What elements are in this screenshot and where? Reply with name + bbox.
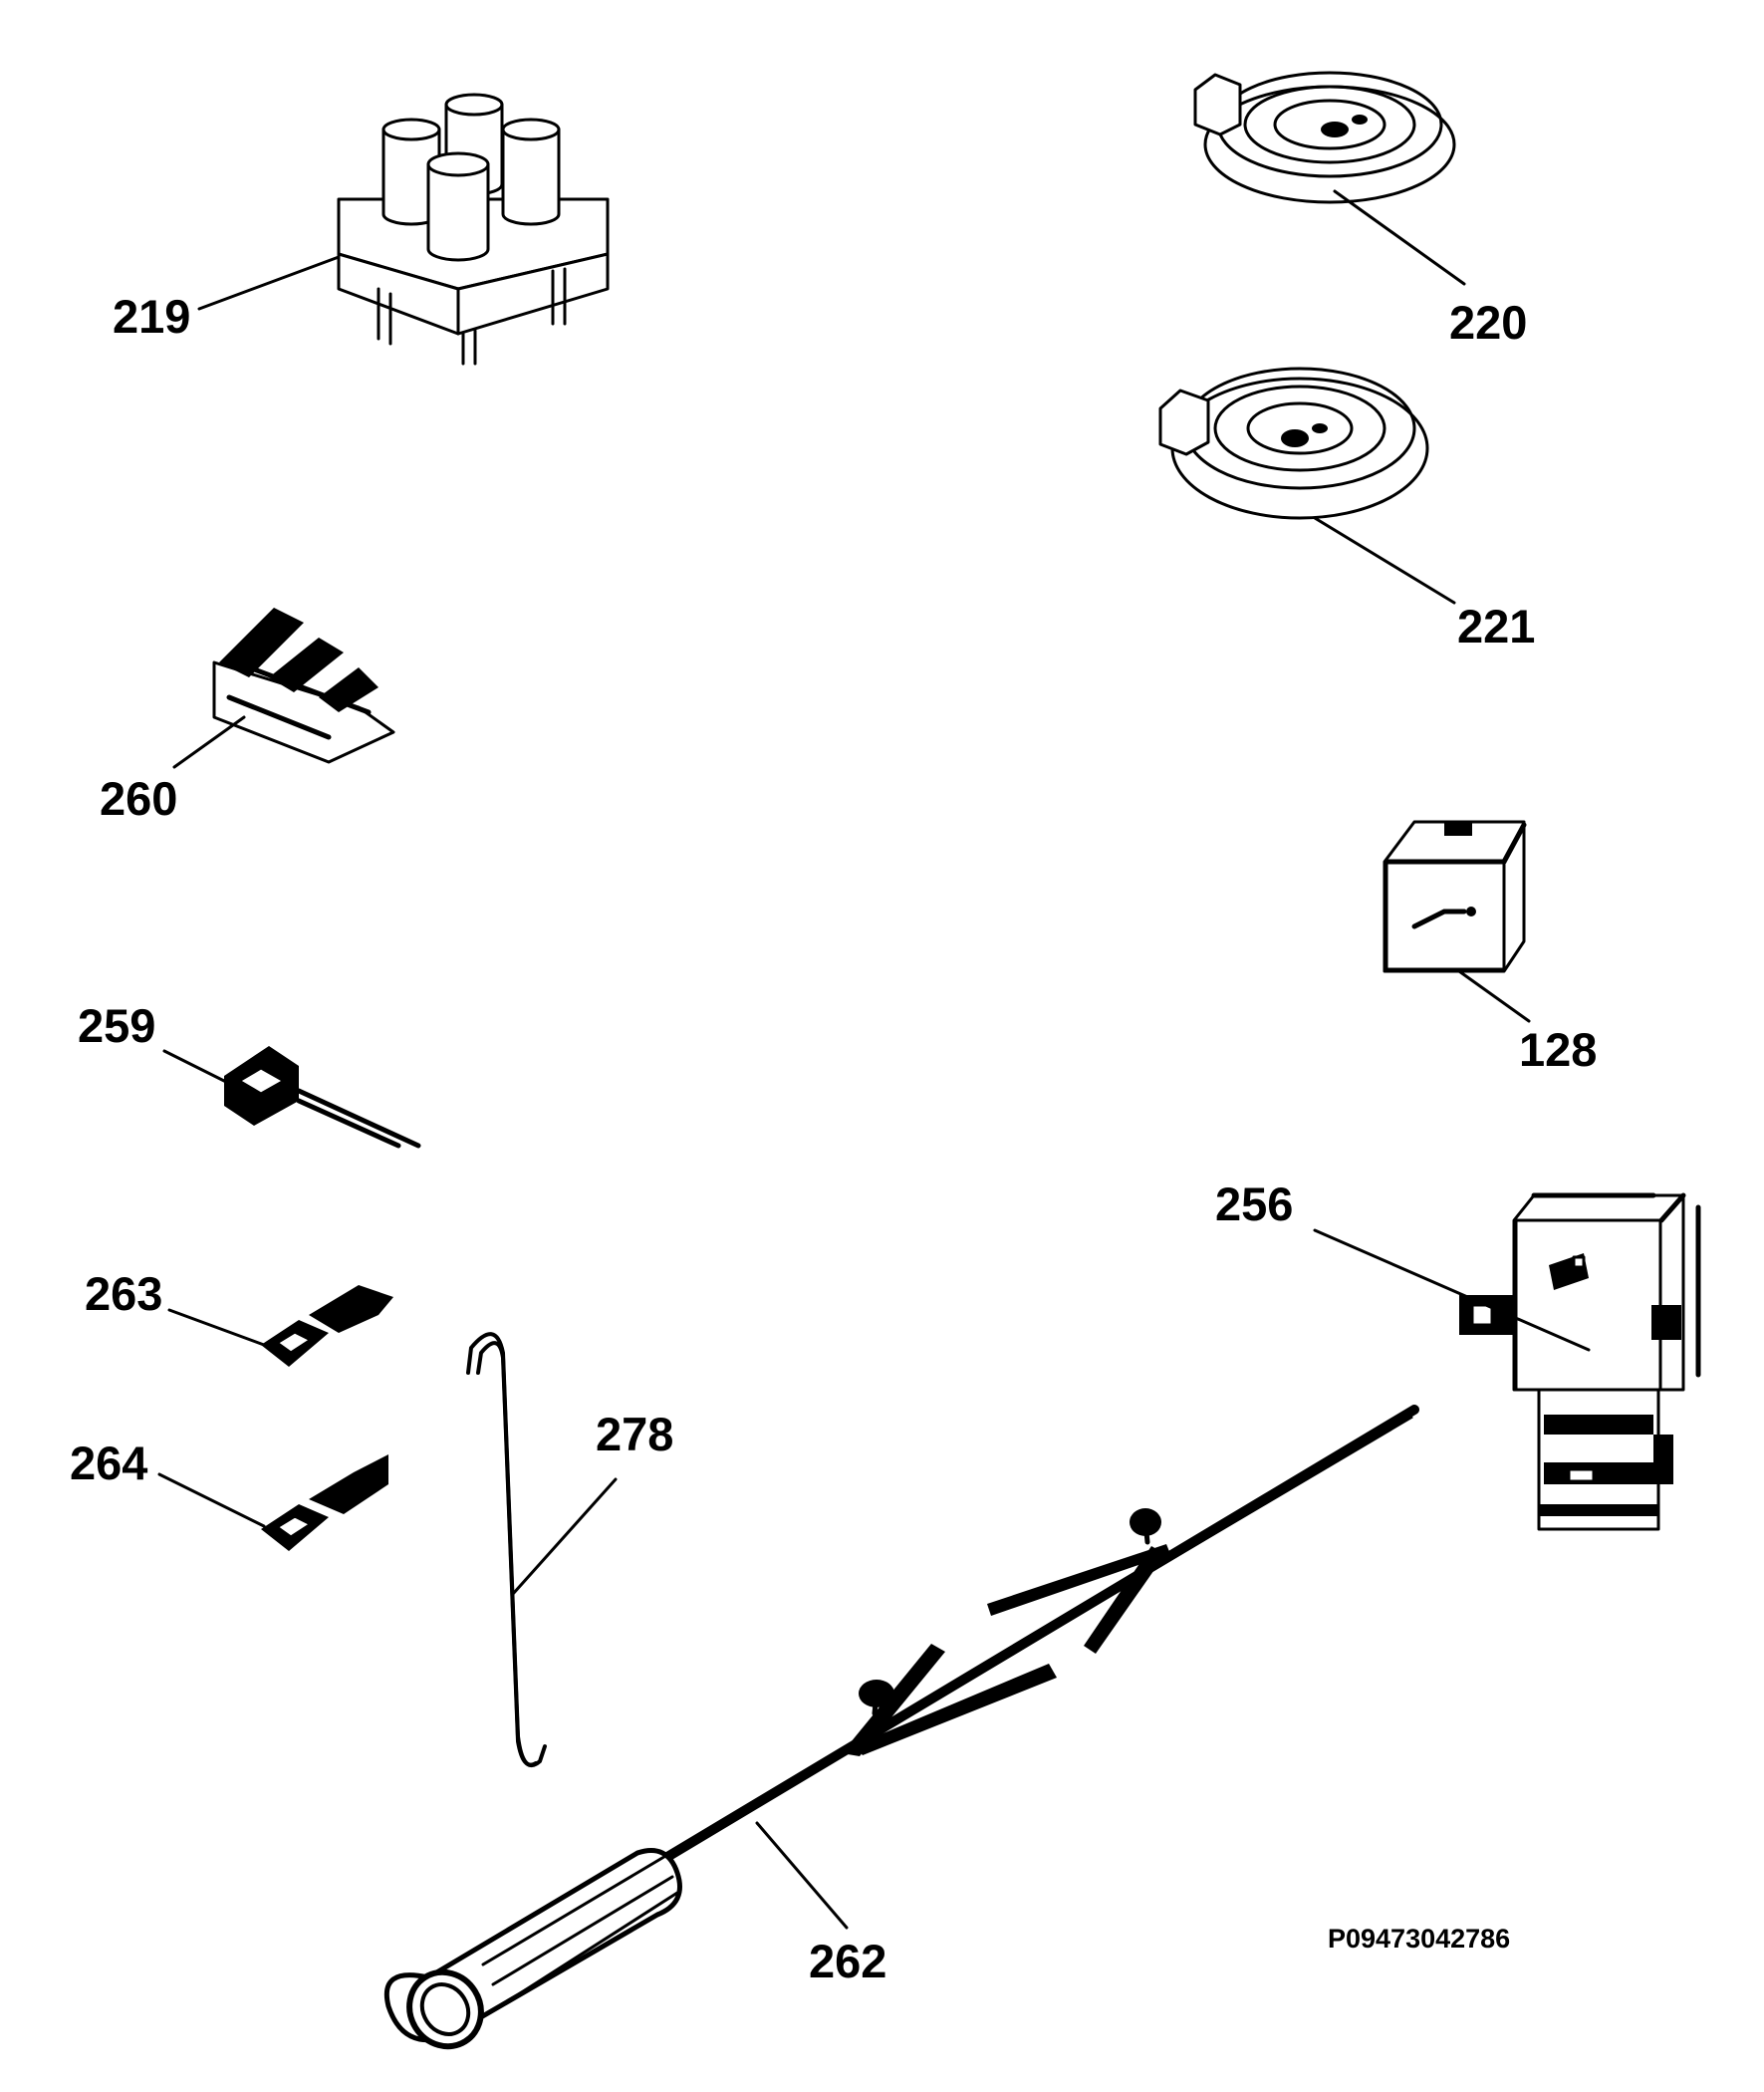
part-278-drawing	[466, 1332, 547, 1768]
leader-220	[1333, 189, 1466, 286]
leader-278	[511, 1477, 618, 1596]
part-221-drawing	[1158, 367, 1429, 520]
part-label-263: 263	[85, 1267, 162, 1320]
part-259-drawing	[224, 1046, 421, 1149]
part-220-drawing	[1193, 71, 1456, 204]
leader-256	[1313, 1228, 1591, 1352]
leader-219	[197, 255, 341, 311]
leader-221	[1313, 516, 1456, 605]
part-label-264: 264	[70, 1437, 147, 1489]
part-label-219: 219	[113, 290, 190, 343]
part-263-drawing	[261, 1285, 393, 1367]
part-label-128: 128	[1519, 1023, 1597, 1076]
part-label-278: 278	[596, 1408, 673, 1460]
part-label-256: 256	[1215, 1177, 1293, 1230]
part-label-220: 220	[1449, 296, 1527, 349]
part-128-drawing	[1383, 820, 1527, 973]
leader-263	[167, 1308, 266, 1347]
part-219-drawing	[337, 93, 610, 366]
part-260-drawing	[212, 608, 395, 764]
diagram-code: P09473042786	[1328, 1924, 1510, 1954]
part-262-drawing	[384, 1405, 1419, 2050]
leader-128	[1457, 969, 1531, 1023]
part-label-260: 260	[100, 772, 177, 825]
leader-262	[755, 1821, 849, 1930]
part-256-drawing	[1459, 1192, 1701, 1531]
leader-260	[172, 715, 246, 769]
leader-264	[157, 1472, 266, 1528]
part-label-259: 259	[78, 999, 155, 1052]
part-label-221: 221	[1457, 600, 1535, 653]
part-264-drawing	[261, 1454, 388, 1551]
leader-259	[162, 1049, 236, 1088]
part-label-262: 262	[809, 1935, 886, 1987]
